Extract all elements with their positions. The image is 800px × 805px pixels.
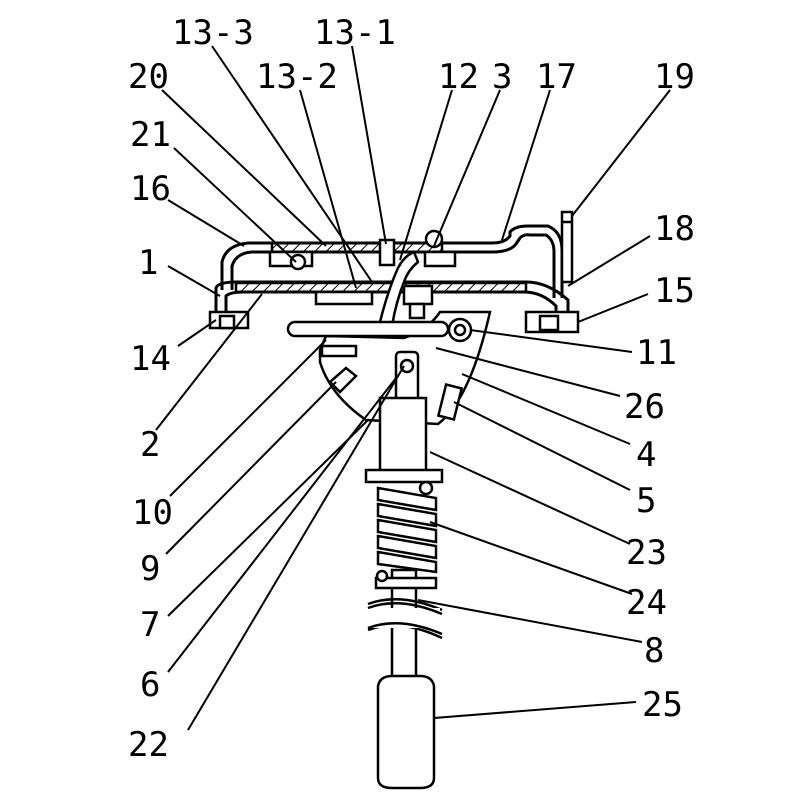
label-20: 20: [128, 57, 169, 97]
label-11: 11: [636, 333, 677, 373]
label-15: 15: [654, 271, 695, 311]
label-9: 9: [140, 549, 160, 589]
break-line-b: [367, 622, 443, 636]
labels: 13-3 13-1 20 13-2 12 3 17 19 21 16 18 1 …: [128, 13, 695, 765]
label-14: 14: [130, 339, 171, 379]
label-16: 16: [130, 169, 171, 209]
lower-plate-2: [234, 281, 528, 294]
label-4: 4: [636, 435, 656, 475]
block-13-2: [314, 290, 374, 306]
pin-20: [408, 302, 426, 320]
washer-pin: [375, 569, 389, 583]
collar-pin: [418, 480, 434, 496]
label-13-2: 13-2: [256, 57, 338, 97]
label-13-3: 13-3: [172, 13, 254, 53]
notch-9: [328, 366, 358, 394]
break-line-upper: [367, 598, 443, 612]
label-12: 12: [438, 57, 479, 97]
label-10: 10: [132, 493, 173, 533]
leader-lines: [155, 45, 671, 731]
label-13-1: 13-1: [314, 13, 396, 53]
spring-24: [376, 486, 438, 574]
sleeve-23: [378, 396, 428, 474]
block-3: [423, 250, 457, 268]
break-line-a: [367, 602, 443, 616]
label-17: 17: [536, 57, 577, 97]
pin-19: [560, 210, 574, 284]
lever-12: [378, 250, 420, 328]
label-24: 24: [626, 583, 667, 623]
roller-11-axle: [453, 323, 467, 337]
grip-25: [376, 674, 436, 790]
upper-plate-13-1: [270, 241, 444, 254]
foot-15-nut: [538, 314, 560, 332]
stop-9: [320, 344, 358, 358]
label-6: 6: [140, 665, 160, 705]
upper-cover: [220, 224, 564, 298]
label-18: 18: [654, 209, 695, 249]
rivet-21: [289, 253, 307, 271]
label-21: 21: [130, 115, 171, 155]
label-22: 22: [128, 725, 169, 765]
bar-10: [286, 320, 450, 338]
label-2: 2: [140, 425, 160, 465]
pin-13-1: [378, 238, 396, 267]
label-25: 25: [642, 685, 683, 725]
collar-23: [364, 468, 444, 484]
foot-14-nut: [218, 314, 236, 330]
label-1: 1: [138, 243, 158, 283]
label-8: 8: [644, 631, 664, 671]
label-19: 19: [654, 57, 695, 97]
label-5: 5: [636, 481, 656, 521]
label-7: 7: [140, 605, 160, 645]
label-26: 26: [624, 387, 665, 427]
link-pin-6: [399, 358, 415, 374]
label-3: 3: [492, 57, 512, 97]
block-20: [402, 284, 434, 306]
washer-8: [374, 576, 438, 590]
label-23: 23: [626, 533, 667, 573]
